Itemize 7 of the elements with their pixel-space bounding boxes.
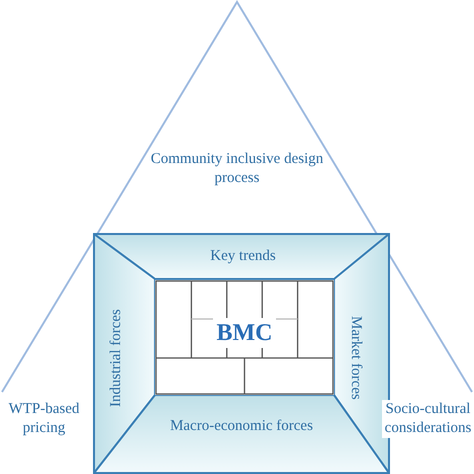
corner-label: Socio-cultural considerations (382, 400, 474, 438)
panel-label: Macro-economic forces (169, 417, 314, 436)
canvas-title: BMC (213, 318, 276, 348)
panel-label: Industrial forces (107, 308, 125, 409)
panel-label: Market forces (346, 315, 365, 402)
panel-label: Key trends (209, 247, 277, 266)
panel-label: Community inclusive design process (150, 150, 324, 188)
